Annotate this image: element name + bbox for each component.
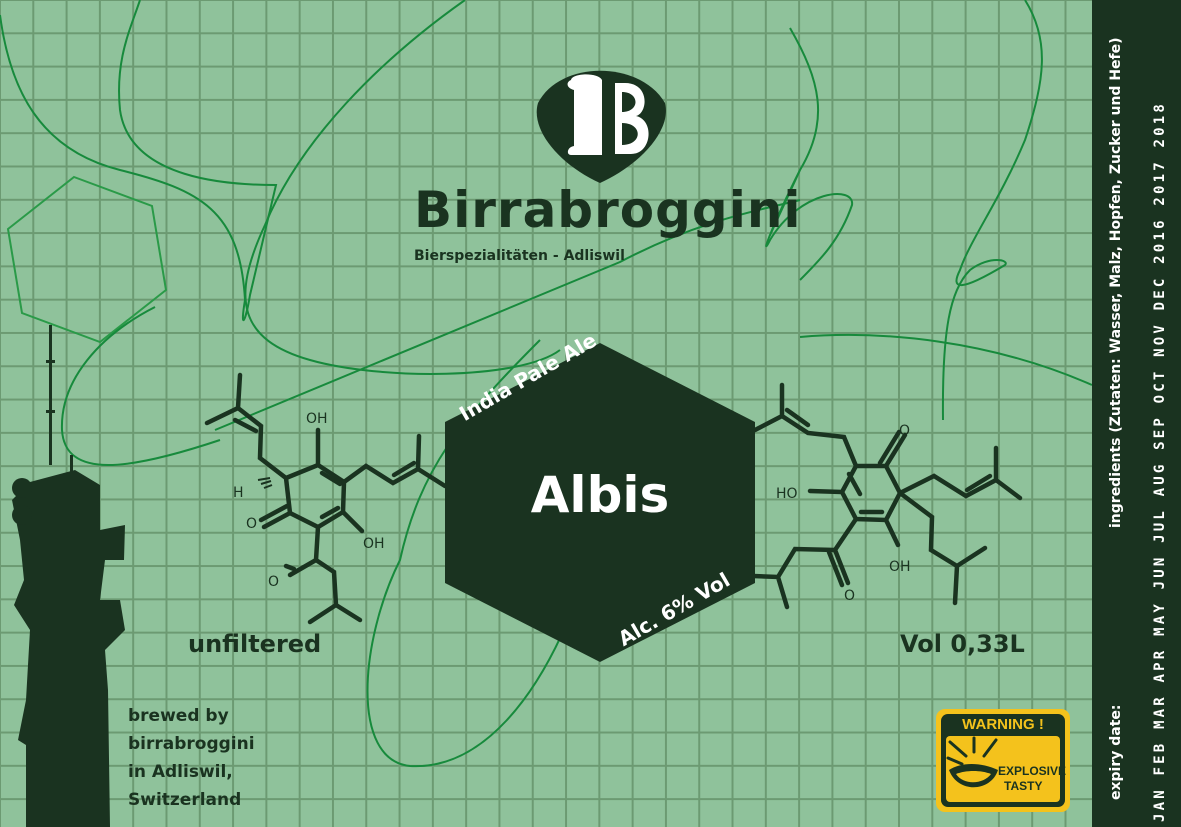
warning-title: WARNING ! [962,716,1044,733]
side-panel [1092,0,1181,827]
svg-text:O: O [268,574,279,590]
warning-line-1: EXPLOSIVE [998,764,1067,778]
hexagon-outline-icon [6,175,168,344]
warning-line-2: TASTY [1004,779,1043,793]
svg-text:OH: OH [363,536,385,552]
filtration-label: unfiltered [188,630,322,658]
ingredients-text: ingredients (Zutaten: Wasser, Malz, Hopf… [1108,37,1124,528]
brewer-line-1: brewed by [128,706,229,726]
svg-text:OH: OH [889,559,911,575]
svg-text:OH: OH [306,411,328,427]
beer-name: Albis [530,466,670,524]
exploding-mouth-icon [946,736,998,788]
svg-text:O: O [246,516,257,532]
beer-mug-B-icon [567,74,649,155]
brand-name: Birrabroggini [414,181,802,239]
svg-text:HO: HO [776,486,798,502]
expiry-label: expiry date: [1108,704,1124,800]
warning-badge: WARNING ! EXPLOSIVE TASTY [936,709,1070,812]
brewer-line-4: Switzerland [128,790,242,810]
svg-text:O: O [844,588,855,604]
brand-subtitle: Bierspezialitäten - Adliswil [414,248,625,264]
svg-text:H: H [233,485,244,501]
volume-label: Vol 0,33L [900,630,1025,658]
brewer-line-3: in Adliswil, [128,762,233,782]
brewer-line-2: birrabroggini [128,734,255,754]
svg-text:O: O [899,423,910,439]
brewer-info: brewed by birrabroggini in Adliswil, Swi… [128,702,255,814]
expiry-months-years: JAN FEB MAR APR MAY JUN JUL AUG SEP OCT … [1152,101,1168,822]
